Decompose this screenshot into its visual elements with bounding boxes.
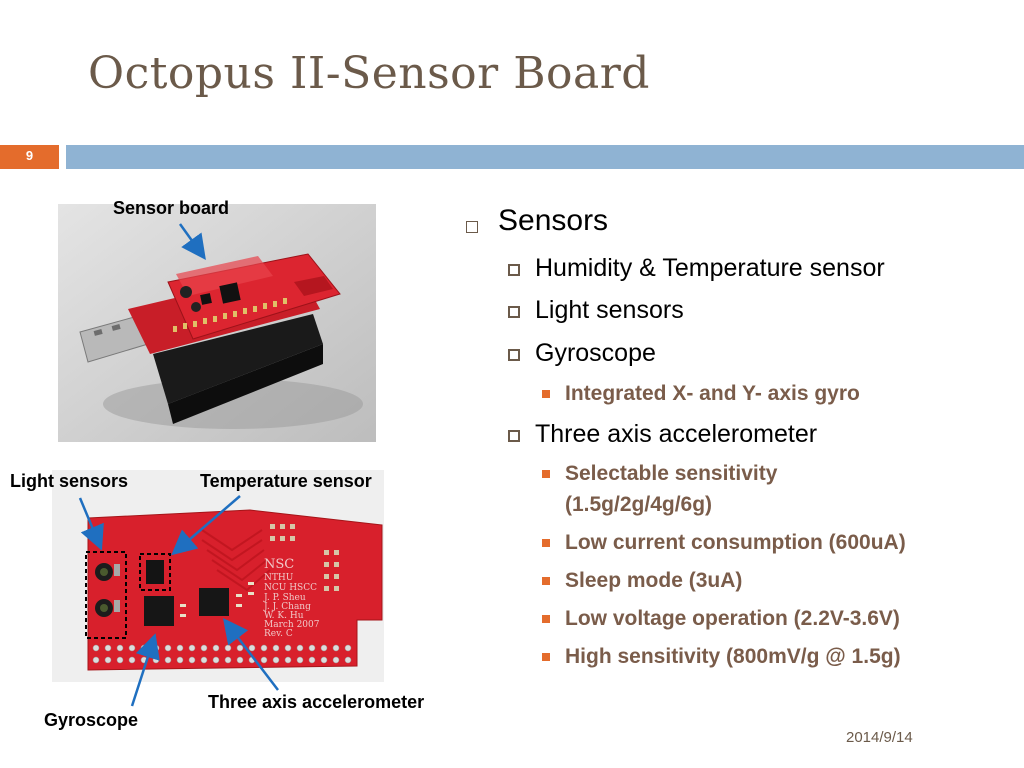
- caption-sensor-board: Sensor board: [113, 198, 230, 218]
- bullet-light-sensors: Light sensors: [535, 296, 684, 324]
- level2-bullet-icon: [508, 349, 520, 361]
- arrow-accelerometer: [222, 618, 279, 691]
- arrow-gyroscope: [130, 633, 160, 707]
- bullet-sleep-mode: Sleep mode (3uA): [565, 569, 743, 592]
- caption-three-axis-accelerometer: Three axis accelerometer: [208, 692, 425, 712]
- level2-bullet-icon: [508, 430, 520, 442]
- bullet-low-voltage: Low voltage operation (2.2V-3.6V): [565, 607, 900, 630]
- bullet-selectable-sensitivity: Selectable sensitivity: [565, 462, 778, 485]
- header-divider-bar: [66, 145, 1024, 169]
- bullet-high-sensitivity: High sensitivity (800mV/g @ 1.5g): [565, 645, 901, 668]
- level3-bullet-icon: [542, 615, 550, 623]
- arrow-sensor-board: [178, 223, 206, 261]
- silk-name-3: W. K. Hu: [264, 611, 304, 621]
- bullet-gyro-integrated: Integrated X- and Y- axis gyro: [565, 382, 860, 405]
- caption-gyroscope: Gyroscope: [44, 710, 139, 730]
- bullet-selectable-sensitivity-values: (1.5g/2g/4g/6g): [565, 493, 713, 516]
- bullet-low-current: Low current consumption (600uA): [565, 531, 906, 554]
- level3-bullet-icon: [542, 539, 550, 547]
- level2-bullet-icon: [508, 306, 520, 318]
- silk-name-2: J. J. Chang: [263, 602, 311, 612]
- silk-ncu: NCU HSCC: [264, 583, 317, 593]
- silk-date: March 2007: [264, 620, 320, 630]
- page-number-bar: [0, 145, 59, 169]
- page-number: 9: [25, 148, 34, 163]
- caption-light-sensors: Light sensors: [10, 471, 129, 491]
- bullet-sensors: Sensors: [498, 204, 609, 237]
- caption-temperature-sensor: Temperature sensor: [200, 471, 372, 491]
- silk-rev: Rev. C: [264, 629, 293, 639]
- level1-bullet-icon: [466, 221, 478, 233]
- arrow-light-sensors: [78, 497, 104, 551]
- level3-bullet-icon: [542, 577, 550, 585]
- silk-nthu: NTHU: [264, 573, 294, 583]
- level3-bullet-icon: [542, 470, 550, 478]
- level3-bullet-icon: [542, 653, 550, 661]
- slide-date: 2014/9/14: [846, 729, 913, 746]
- bullet-accelerometer: Three axis accelerometer: [535, 420, 818, 448]
- sensor-board-photo: [58, 204, 376, 442]
- sensor-board-closeup-photo: NSC NTHU NCU HSCC J. P. Sheu J. J. Chang…: [52, 470, 384, 682]
- silk-nsc: NSC: [264, 557, 294, 572]
- bullet-gyroscope: Gyroscope: [535, 339, 656, 367]
- bullet-humidity-temperature: Humidity & Temperature sensor: [535, 254, 885, 282]
- slide-title: Octopus II-Sensor Board: [88, 48, 650, 99]
- arrow-temperature-sensor: [171, 495, 241, 556]
- silk-name-1: J. P. Sheu: [263, 593, 306, 603]
- level2-bullet-icon: [508, 264, 520, 276]
- level3-bullet-icon: [542, 390, 550, 398]
